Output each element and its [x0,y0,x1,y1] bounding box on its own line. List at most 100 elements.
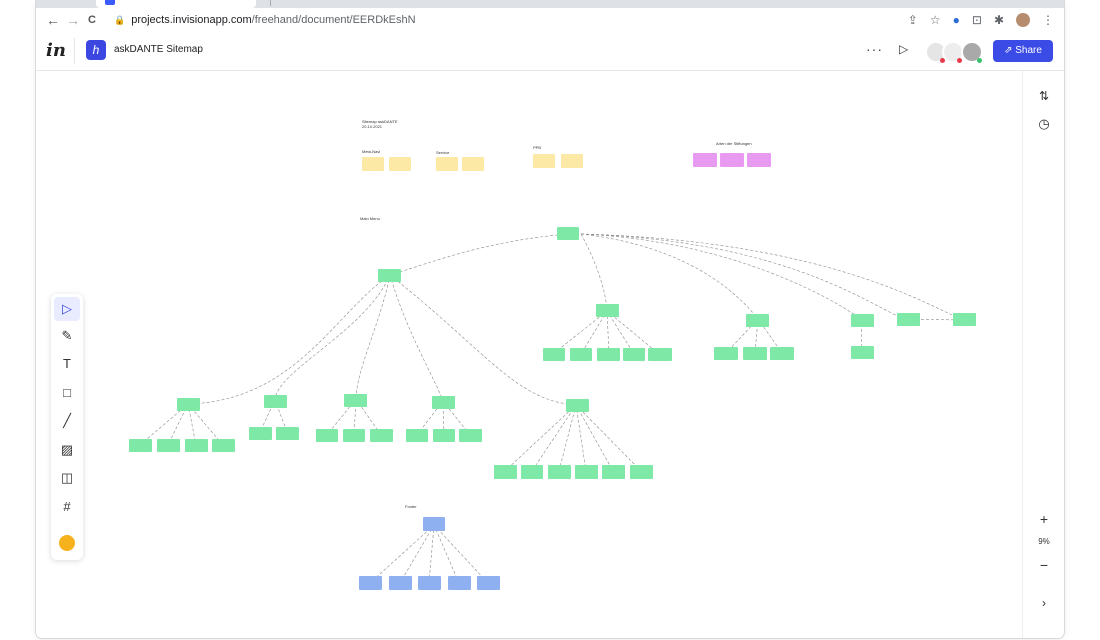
bookmark-star-icon[interactable]: ☆ [929,13,941,27]
pencil-tool-icon[interactable]: ✎ [61,328,73,343]
text-tool-icon[interactable]: T [63,356,71,371]
sticky-green[interactable] [177,398,200,411]
extension-b-icon[interactable]: ⊡ [971,13,982,27]
sticky-green-root[interactable] [557,227,579,240]
presence-dot-green [977,58,982,63]
present-icon[interactable]: ▷ [899,42,909,56]
sticky-green[interactable] [596,304,619,317]
sticky-green[interactable] [378,269,401,282]
sticky-yellow[interactable] [533,154,555,168]
sticky-green[interactable] [602,465,625,479]
browser-window: ← → C 🔒projects.invisionapp.com/freehand… [36,0,1064,638]
line-tool-icon[interactable]: ╱ [63,413,71,428]
share-button[interactable]: ⇗ Share [993,40,1053,62]
url-field[interactable]: 🔒projects.invisionapp.com/freehand/docum… [114,12,416,28]
tab-separator [262,0,271,6]
document-title[interactable]: askDANTE Sitemap [114,44,203,55]
sticky-green[interactable] [543,348,565,361]
sticky-pink[interactable] [720,153,744,167]
sticky-green[interactable] [212,439,235,452]
sticky-green[interactable] [897,313,920,326]
tab-strip [36,0,1064,8]
invision-logo[interactable]: in [46,40,66,61]
sticky-green[interactable] [432,396,455,409]
sticky-green[interactable] [548,465,571,479]
sticky-green[interactable] [157,439,180,452]
sticky-blue[interactable] [359,576,382,590]
sticky-green[interactable] [597,348,620,361]
sitemap-title: Sitemap askDANTE [362,119,398,124]
sticky-yellow[interactable] [462,157,484,171]
sticky-green[interactable] [370,429,393,442]
sitemap-date: 20.10.2021 [362,124,383,129]
sticky-green[interactable] [743,347,767,360]
rectangle-tool-icon[interactable]: □ [63,385,71,400]
sticky-pink[interactable] [747,153,771,167]
sticky-yellow[interactable] [561,154,583,168]
sticky-green[interactable] [406,429,428,442]
sticky-green[interactable] [770,347,794,360]
profile-avatar[interactable] [1016,13,1030,27]
sticky-yellow[interactable] [362,157,384,171]
sticky-green[interactable] [459,429,482,442]
zoom-out-icon[interactable]: − [1039,557,1049,573]
sticky-yellow[interactable] [436,157,458,171]
sticky-green[interactable] [746,314,769,327]
app-header: in h askDANTE Sitemap ··· ▷ ⇗ Share [36,32,1064,71]
forward-icon[interactable]: → [66,12,80,28]
sticky-green[interactable] [249,427,272,440]
sticky-green[interactable] [623,348,645,361]
sticky-blue[interactable] [389,576,412,590]
sticky-blue-root[interactable] [423,517,445,531]
sticky-green[interactable] [276,427,299,440]
sticky-yellow[interactable] [389,157,411,171]
sticky-green[interactable] [185,439,208,452]
sticky-pink[interactable] [693,153,717,167]
sticky-green[interactable] [953,313,976,326]
freehand-canvas[interactable]: Sitemap askDANTE 20.10.2021 Meta-Navi Se… [36,71,1022,638]
image-tool-icon[interactable]: ▨ [60,442,74,457]
sticky-green[interactable] [344,394,367,407]
share-page-icon[interactable]: ⇪ [907,13,918,27]
more-options-icon[interactable]: ··· [866,41,883,57]
emoji-reaction-icon[interactable] [59,535,75,551]
sticky-green[interactable] [570,348,592,361]
sticky-green[interactable] [264,395,287,408]
sticky-green[interactable] [433,429,455,442]
sticky-green[interactable] [494,465,517,479]
sticky-blue[interactable] [448,576,471,590]
collaborator-avatar-3[interactable] [961,41,983,63]
sticky-blue[interactable] [418,576,441,590]
share-label: Share [1015,45,1042,56]
extension-a-icon[interactable]: ● [952,13,960,27]
sticky-green[interactable] [343,429,365,442]
browser-menu-icon[interactable]: ⋮ [1042,13,1054,27]
expand-panel-icon[interactable]: › [1042,596,1046,610]
sticky-green[interactable] [630,465,653,479]
sticky-green[interactable] [648,348,672,361]
sticky-green[interactable] [566,399,589,412]
sticky-green[interactable] [316,429,338,442]
sticky-note-tool-icon[interactable]: ◫ [60,470,74,485]
zoom-in-icon[interactable]: + [1039,511,1049,527]
url-host: projects.invisionapp.com [131,14,252,26]
extensions-puzzle-icon[interactable]: ✱ [993,13,1004,27]
sticky-green[interactable] [851,346,874,359]
sticky-green[interactable] [521,465,543,479]
active-tab[interactable] [96,0,256,8]
timer-icon[interactable]: ◷ [1038,116,1050,131]
back-icon[interactable]: ← [46,12,60,28]
zoom-level: 9% [1038,537,1050,546]
select-tool-icon[interactable]: ▷ [54,297,80,321]
reload-icon[interactable]: C [88,14,96,26]
sticky-green[interactable] [714,347,738,360]
sticky-green[interactable] [851,314,874,327]
address-bar: ← → C 🔒projects.invisionapp.com/freehand… [36,8,1064,33]
connector-tool-icon[interactable]: ⇅ [1038,89,1050,103]
sticky-green[interactable] [129,439,152,452]
sticky-blue[interactable] [477,576,500,590]
group-label-1: Meta-Navi [362,149,381,154]
sticky-green[interactable] [575,465,598,479]
presence-dot-red [940,58,945,63]
frame-tool-icon[interactable]: # [63,499,71,514]
